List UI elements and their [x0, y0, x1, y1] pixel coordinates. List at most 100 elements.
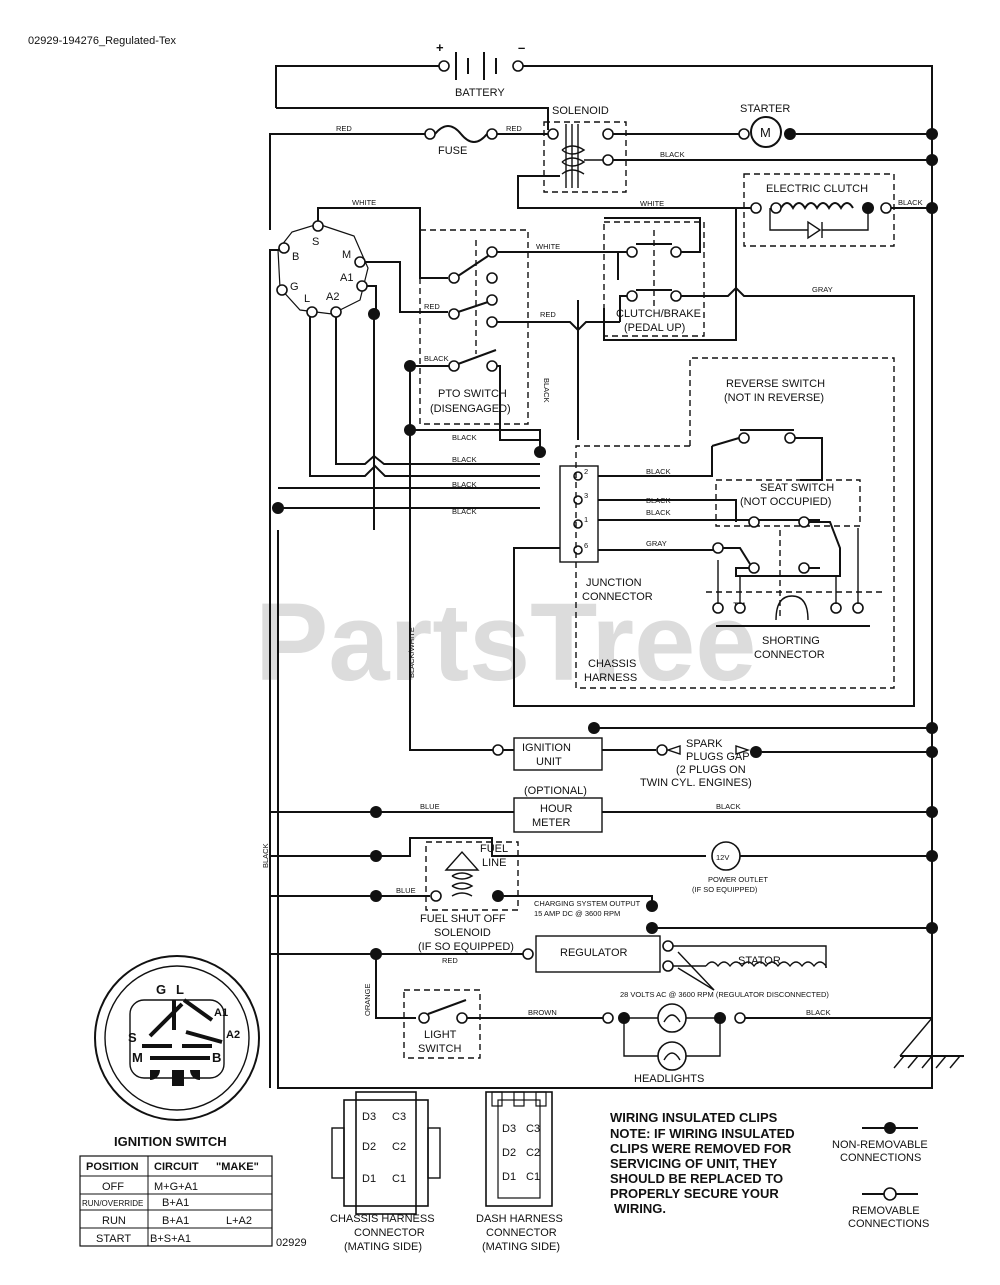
table-row-run-circuit: B+A1: [162, 1215, 189, 1227]
wire-gray-2: GRAY: [646, 539, 667, 548]
ignition-switch-face: G L A1 A2 S M B: [94, 955, 260, 1121]
dash-connector-label-1: DASH HARNESS: [476, 1213, 563, 1225]
table-row-off-circuit: M+G+A1: [154, 1181, 198, 1193]
fuse: FUSE RED RED: [336, 124, 522, 157]
term-a2: A2: [326, 291, 339, 303]
reverse-label-1: REVERSE SWITCH: [726, 378, 825, 390]
left-wire-bundle: BLACK BLACK BLACK BLACK BLACK/WHITE: [261, 249, 540, 1088]
legend-removable-2: CONNECTIONS: [848, 1218, 929, 1230]
ignition-unit-label-2: UNIT: [536, 756, 562, 768]
starter-motor: M STARTER: [738, 103, 796, 148]
light-switch-label-1: LIGHT: [424, 1029, 457, 1041]
table-row-run-position: RUN: [102, 1215, 126, 1227]
chassis-harness-label-1: CHASSIS: [588, 658, 636, 670]
wire-black-12: BLACK: [806, 1008, 831, 1017]
chassis-connector-label-2: CONNECTOR: [354, 1227, 425, 1239]
spark-label-3: (2 PLUGS ON: [676, 764, 746, 776]
legend-removable-1: REMOVABLE: [852, 1205, 920, 1217]
battery-label: BATTERY: [455, 87, 505, 99]
seat-switch: SEAT SWITCH (NOT OCCUPIED): [712, 479, 861, 620]
wire-black-pto: BLACK: [424, 354, 449, 363]
electric-clutch: ELECTRIC CLUTCH BLACK: [743, 173, 923, 247]
pin-2: 2: [584, 467, 588, 476]
table-row-off-position: OFF: [102, 1181, 124, 1193]
starter-symbol: M: [760, 125, 771, 140]
headlights: HEADLIGHTS: [602, 1003, 746, 1085]
stator-ac-label: 28 VOLTS AC @ 3600 RPM (REGULATOR DISCON…: [620, 990, 829, 999]
chassis-pin-c3: C3: [392, 1111, 406, 1123]
wire-blue-2: BLUE: [396, 886, 416, 895]
note-title: WIRING INSULATED CLIPS: [610, 1110, 778, 1125]
wiring-clips-note: WIRING INSULATED CLIPS NOTE: IF WIRING I…: [610, 1110, 795, 1216]
fuel-line-label-2: LINE: [482, 857, 506, 869]
wire-red-1: RED: [336, 124, 352, 133]
starter-label: STARTER: [740, 103, 790, 115]
power-outlet-label-1: POWER OUTLET: [708, 875, 768, 884]
stator: STATOR 28 VOLTS AC @ 3600 RPM (REGULATOR…: [620, 945, 829, 999]
note-line-4: SHOULD BE REPLACED TO: [610, 1171, 783, 1186]
junction-label-1: JUNCTION: [586, 577, 642, 589]
fuse-label: FUSE: [438, 145, 467, 157]
table-header-position: POSITION: [86, 1161, 139, 1173]
pto-label-1: PTO SWITCH: [438, 388, 507, 400]
junction-label-2: CONNECTOR: [582, 591, 653, 603]
power-outlet-symbol: 12V: [716, 853, 729, 862]
term-s: S: [312, 236, 319, 248]
wire-black-solenoid: BLACK: [660, 150, 685, 159]
seat-label-2: (NOT OCCUPIED): [740, 496, 831, 508]
wire-black-6: BLACK: [452, 507, 477, 516]
spark-label-4: TWIN CYL. ENGINES): [640, 777, 752, 789]
table-row-start-circuit: B+S+A1: [150, 1233, 191, 1245]
hour-meter-label-1: (OPTIONAL): [524, 785, 587, 797]
wire-black-7: BLACK: [261, 843, 270, 868]
chassis-pin-d1: D1: [362, 1173, 376, 1185]
term-l: L: [304, 293, 310, 305]
table-header-circuit: CIRCUIT: [154, 1161, 199, 1173]
wire-red-5: RED: [442, 956, 458, 965]
page-reference: 02929: [276, 1237, 307, 1249]
wire-white-1: WHITE: [352, 198, 376, 207]
pin-1: 1: [584, 515, 588, 524]
ignition-unit-label-1: IGNITION: [522, 742, 571, 754]
battery-minus: –: [518, 40, 525, 55]
power-outlet-label-2: (IF SO EQUIPPED): [692, 885, 758, 894]
pin-6: 6: [584, 541, 588, 550]
face-a1: A1: [214, 1007, 228, 1019]
wire-black-2: BLACK: [452, 433, 477, 442]
dash-pin-c3: C3: [526, 1123, 540, 1135]
ignition-switch-terminals: S B G L M A1 A2: [276, 220, 369, 318]
legend-non-removable-1: NON-REMOVABLE: [832, 1139, 928, 1151]
chassis-connector-label-1: CHASSIS HARNESS: [330, 1213, 435, 1225]
light-switch: LIGHT SWITCH: [403, 989, 481, 1059]
wire-black-8: BLACK: [646, 467, 671, 476]
pto-switch: PTO SWITCH (DISENGAGED) BLACK: [419, 229, 529, 425]
charging-label-1: CHARGING SYSTEM OUTPUT: [534, 899, 641, 908]
drawing-reference: 02929-194276_Regulated-Tex: [28, 35, 177, 47]
hour-meter-label-2: HOUR: [540, 803, 572, 815]
legend-non-removable-2: CONNECTIONS: [840, 1152, 921, 1164]
note-line-5: PROPERLY SECURE YOUR: [610, 1186, 779, 1201]
dash-connector-label-3: (MATING SIDE): [482, 1241, 560, 1253]
wire-red-2: RED: [506, 124, 522, 133]
wire-red-4: RED: [540, 310, 556, 319]
battery-plus: +: [436, 40, 444, 55]
dash-pin-c2: C2: [526, 1147, 540, 1159]
chassis-harness: CHASSIS HARNESS: [575, 357, 895, 689]
chassis-pin-d3: D3: [362, 1111, 376, 1123]
face-b: B: [212, 1050, 221, 1065]
pin-3: 3: [584, 491, 588, 500]
dash-connector-label-2: CONNECTOR: [486, 1227, 557, 1239]
solenoid-label: SOLENOID: [552, 105, 609, 117]
chassis-connector-label-3: (MATING SIDE): [344, 1241, 422, 1253]
ignition-table: POSITION CIRCUIT "MAKE" OFF M+G+A1 RUN/O…: [79, 1155, 273, 1247]
wire-black-10: BLACK: [646, 508, 671, 517]
dash-pin-d1: D1: [502, 1171, 516, 1183]
table-row-override-position: RUN/OVERRIDE: [82, 1199, 143, 1208]
chassis-pin-c2: C2: [392, 1141, 406, 1153]
reverse-switch: REVERSE SWITCH (NOT IN REVERSE): [711, 378, 825, 481]
fuel-shutoff-solenoid: FUEL LINE FUEL SHUT OFF SOLENOID (IF SO …: [418, 841, 519, 953]
dash-pin-d3: D3: [502, 1123, 516, 1135]
wire-black-clutch: BLACK: [898, 198, 923, 207]
table-header-make: "MAKE": [216, 1161, 259, 1173]
